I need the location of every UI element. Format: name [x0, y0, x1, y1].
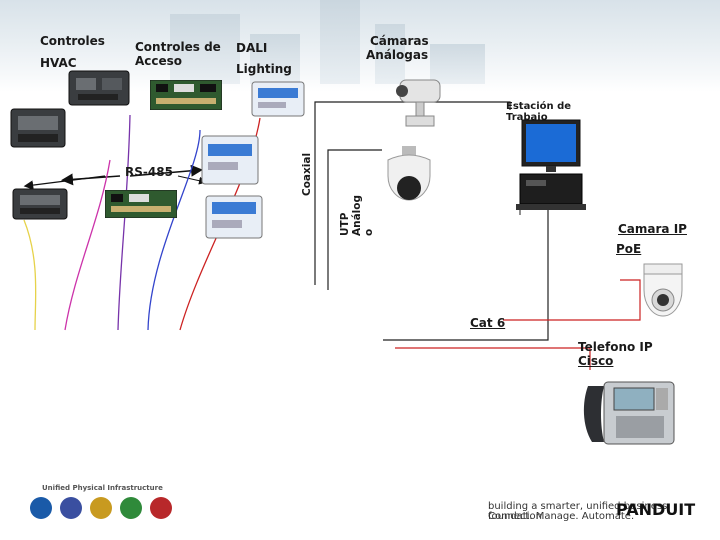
footer-control-icon	[120, 497, 142, 519]
cat6-line-1	[383, 210, 549, 341]
rs485-arrow-right	[177, 175, 207, 185]
label-camaras-2: Análogas	[366, 48, 429, 62]
label-dali: DALI	[236, 41, 268, 55]
label-estacion-2: Trabajo	[506, 112, 548, 123]
label-utp-2: Análog	[351, 194, 363, 236]
wire-blue	[147, 129, 201, 331]
footer-computing-icon	[60, 497, 82, 519]
label-lighting: Lighting	[236, 62, 292, 76]
dali-ballast-3-icon	[205, 195, 263, 239]
access-control-board-2-icon	[105, 190, 177, 218]
label-camara-ip: Camara IP	[618, 222, 687, 236]
hvac-controller-2-icon	[10, 108, 66, 148]
label-hvac: HVAC	[40, 56, 77, 70]
label-utp-1: UTP	[339, 212, 351, 236]
ip-camera-icon	[643, 263, 683, 317]
label-rs485: RS-485	[125, 165, 173, 179]
dali-ballast-2-icon	[201, 135, 259, 185]
wire-purple	[117, 114, 131, 331]
label-controles-acceso-2: Acceso	[135, 54, 183, 68]
label-utp-3: o	[363, 228, 375, 236]
analog-ptz-camera-icon	[396, 79, 441, 127]
workstation-icon	[516, 119, 586, 210]
footer-upi-label: Unified Physical Infrastructure	[42, 484, 163, 492]
wire-pink	[64, 159, 111, 331]
label-controles: Controles	[40, 34, 105, 48]
rs485-arrow-left	[23, 175, 106, 190]
footer-tagline: building a smarter, unified business fou…	[488, 501, 668, 522]
hvac-controller-3-icon	[12, 188, 68, 220]
label-telefono-2: Cisco	[578, 354, 614, 368]
label-telefono-1: Telefono IP	[578, 340, 653, 354]
footer-security-icon	[150, 497, 172, 519]
hvac-controller-icon	[68, 70, 130, 106]
label-estacion-1: Estación de	[506, 101, 572, 112]
analog-dome-camera-icon	[387, 146, 431, 201]
utp-line	[327, 149, 382, 290]
cat6-line-2	[503, 279, 641, 321]
label-camaras-1: Cámaras	[370, 34, 429, 48]
ip-phone-icon	[574, 372, 678, 450]
footer-network-icon	[30, 497, 52, 519]
footer-power-icon	[90, 497, 112, 519]
dali-arrow	[129, 164, 203, 177]
label-poe: PoE	[616, 242, 642, 256]
label-coaxial: Coaxial	[301, 152, 313, 196]
panduit-logo: PANDUIT	[616, 500, 696, 519]
label-controles-acceso-1: Controles de	[135, 40, 221, 54]
wire-yellow	[23, 219, 37, 331]
cat6-line-3	[395, 347, 591, 370]
footer-tagline-2: Connect. Manage. Automate.	[488, 511, 635, 522]
access-control-board-icon	[150, 80, 222, 110]
dali-ballast-icon	[251, 81, 305, 117]
label-cat6: Cat 6	[470, 316, 506, 330]
